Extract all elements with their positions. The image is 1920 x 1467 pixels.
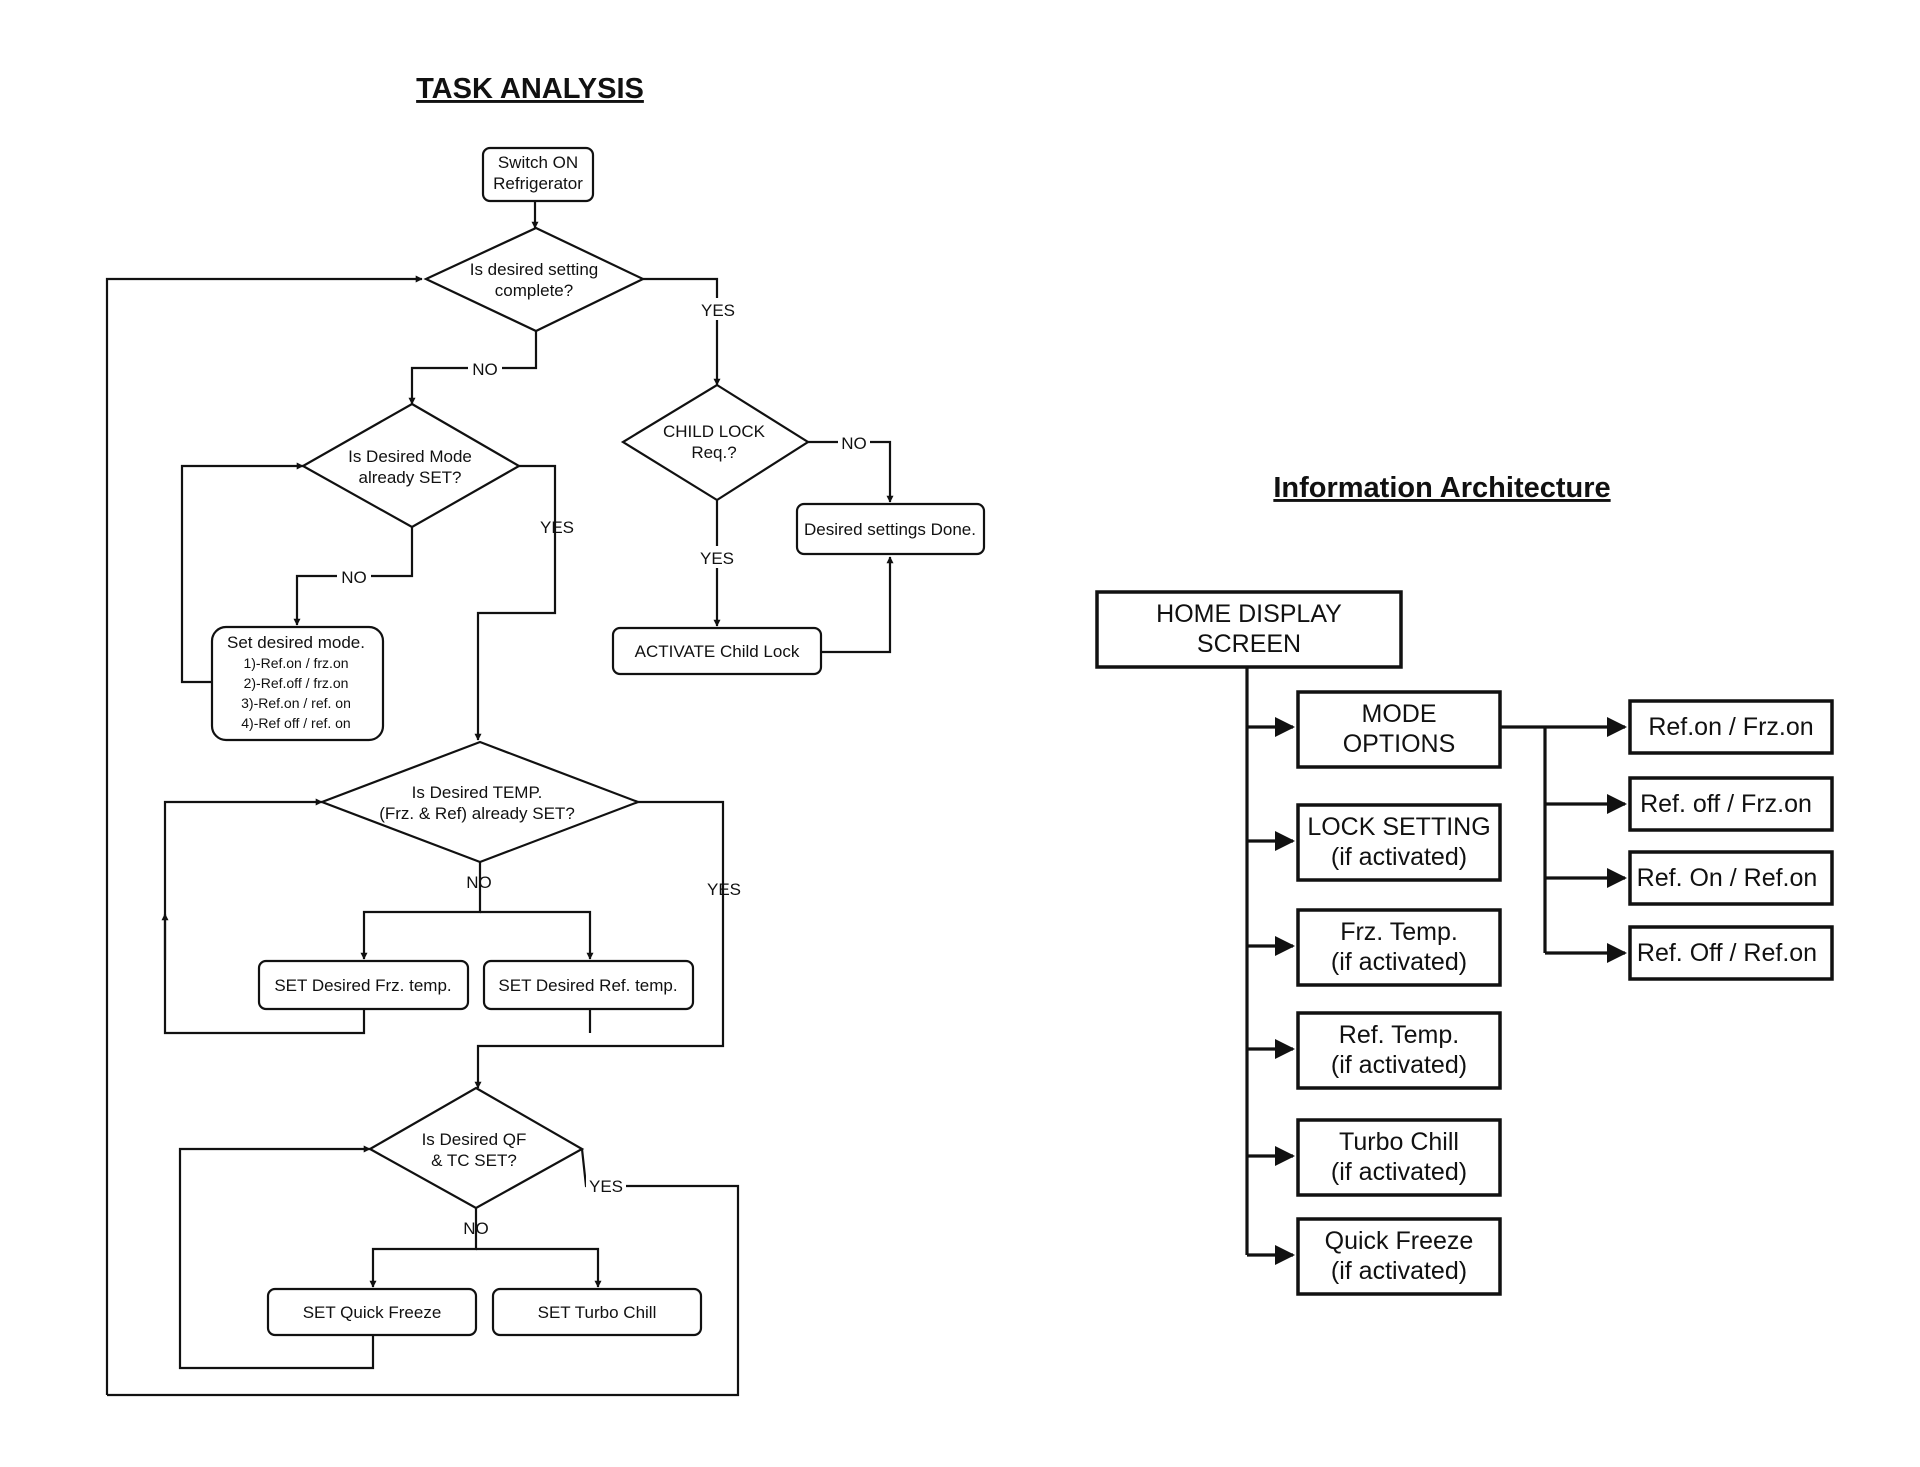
start-node-line-1: Switch ON	[498, 153, 578, 172]
ia-ref-temp-line-1: Ref. Temp.	[1339, 1021, 1459, 1049]
ia-option-4-label: Ref. Off / Ref.on	[1637, 939, 1817, 967]
ia-ref-temp-line-2: (if activated)	[1331, 1051, 1467, 1079]
decision-child-lock: CHILD LOCK Req.?	[620, 383, 811, 502]
connector-activate-to-done	[820, 556, 894, 654]
decision-temp-set-line-2: (Frz. & Ref) already SET?	[379, 804, 575, 823]
ia-turbo-chill-line-2: (if activated)	[1331, 1158, 1467, 1186]
set-quick-freeze-node: SET Quick Freeze	[266, 1287, 478, 1337]
set-mode-option-1: 1)-Ref.on / frz.on	[243, 655, 348, 671]
decision-setting-complete-line-1: Is desired setting	[470, 260, 599, 279]
decision-temp-set-line-1: Is Desired TEMP.	[412, 783, 543, 802]
information-architecture-tree: Information Architecture HOME DISPLAY SC…	[1095, 472, 1834, 1296]
ia-home-display-screen: HOME DISPLAY SCREEN	[1095, 590, 1403, 669]
ia-quick-freeze: Quick Freeze (if activated)	[1296, 1217, 1502, 1296]
flowchart-connectors	[105, 201, 894, 1397]
ia-mode-options-line-2: OPTIONS	[1343, 730, 1456, 758]
label-no-q4: NO	[463, 1219, 489, 1238]
decision-mode-set: Is Desired Mode already SET?	[300, 402, 522, 529]
connector-childlock-no	[808, 440, 894, 503]
ia-frz-temp: Frz. Temp. (if activated)	[1296, 908, 1502, 987]
ia-ref-temp: Ref. Temp. (if activated)	[1296, 1011, 1502, 1090]
ia-option-ref-on-ref-on: Ref. On / Ref.on	[1628, 850, 1834, 906]
decision-temp-set: Is Desired TEMP. (Frz. & Ref) already SE…	[318, 740, 642, 864]
information-architecture-title: Information Architecture	[1273, 472, 1610, 504]
ia-turbo-chill: Turbo Chill (if activated)	[1296, 1118, 1502, 1197]
label-yes-q4: YES	[589, 1177, 623, 1196]
set-mode-heading: Set desired mode.	[227, 633, 365, 652]
decision-mode-set-line-1: Is Desired Mode	[348, 447, 472, 466]
connector-qf-loop	[178, 1145, 375, 1370]
connector-q3-no-ref	[480, 910, 594, 960]
connector-q2-yes	[474, 464, 557, 741]
ia-lock-setting: LOCK SETTING (if activated)	[1296, 803, 1502, 882]
ia-lock-setting-line-1: LOCK SETTING	[1307, 813, 1490, 841]
set-desired-mode-node: Set desired mode. 1)-Ref.on / frz.on 2)-…	[210, 625, 385, 742]
label-no-q3: NO	[466, 873, 492, 892]
ia-quick-freeze-line-1: Quick Freeze	[1325, 1227, 1474, 1255]
ia-frz-temp-line-1: Frz. Temp.	[1340, 918, 1458, 946]
connector-return-loop-q1	[105, 275, 423, 1395]
decision-child-lock-line-2: Req.?	[691, 443, 736, 462]
connector-q4-yes-to-loop	[107, 1148, 740, 1397]
decision-qf-tc-line-1: Is Desired QF	[422, 1130, 527, 1149]
label-no-q2: NO	[341, 568, 367, 587]
label-no-q1: NO	[472, 360, 498, 379]
connector-q1-yes	[643, 277, 721, 386]
set-frz-temp-label: SET Desired Frz. temp.	[274, 976, 451, 995]
task-analysis-flowchart: TASK ANALYSIS YES	[105, 73, 986, 1397]
decision-setting-complete: Is desired setting complete?	[423, 226, 646, 333]
ia-lock-setting-line-2: (if activated)	[1331, 843, 1467, 871]
ia-option-2-label: Ref. off / Frz.on	[1640, 790, 1812, 818]
decision-mode-set-line-2: already SET?	[359, 468, 462, 487]
set-turbo-chill-label: SET Turbo Chill	[538, 1303, 657, 1322]
label-yes-q3: YES	[707, 880, 741, 899]
ia-quick-freeze-line-2: (if activated)	[1331, 1257, 1467, 1285]
desired-settings-done-node: Desired settings Done.	[795, 502, 986, 556]
set-turbo-chill-node: SET Turbo Chill	[491, 1287, 703, 1337]
connector-q3-no-frz	[360, 862, 482, 960]
ia-mode-options: MODE OPTIONS	[1296, 690, 1502, 769]
activate-child-lock-label: ACTIVATE Child Lock	[635, 642, 800, 661]
connector-q3-yes	[474, 800, 725, 1089]
set-mode-option-3: 3)-Ref.on / ref. on	[241, 695, 351, 711]
label-yes-q2: YES	[540, 518, 574, 537]
decision-setting-complete-line-2: complete?	[495, 281, 573, 300]
decision-qf-tc-set: Is Desired QF & TC SET?	[367, 1086, 585, 1210]
decision-qf-tc-line-2: & TC SET?	[431, 1151, 517, 1170]
ia-mode-options-line-1: MODE	[1362, 700, 1437, 728]
ia-frz-temp-line-2: (if activated)	[1331, 948, 1467, 976]
connector-mode-loop	[180, 462, 304, 684]
done-node-label: Desired settings Done.	[804, 520, 976, 539]
start-node-line-2: Refrigerator	[493, 174, 583, 193]
ia-turbo-chill-line-1: Turbo Chill	[1339, 1128, 1459, 1156]
connector-labels: YES NO NO YES NO YES NO YES NO YES	[337, 298, 870, 1238]
label-yes-childlock: YES	[700, 549, 734, 568]
set-frz-temp-node: SET Desired Frz. temp.	[257, 959, 470, 1011]
ia-option-ref-off-frz-on: Ref. off / Frz.on	[1628, 776, 1834, 832]
ia-option-3-label: Ref. On / Ref.on	[1637, 864, 1818, 892]
set-mode-option-2: 2)-Ref.off / frz.on	[244, 675, 349, 691]
connector-q4-no-qf	[369, 1208, 478, 1288]
set-ref-temp-node: SET Desired Ref. temp.	[482, 959, 695, 1011]
set-mode-option-4: 4)-Ref off / ref. on	[241, 715, 350, 731]
decision-child-lock-line-1: CHILD LOCK	[663, 422, 766, 441]
set-quick-freeze-label: SET Quick Freeze	[303, 1303, 442, 1322]
ia-root-line-1: HOME DISPLAY	[1156, 600, 1342, 628]
ia-option-ref-off-ref-on: Ref. Off / Ref.on	[1628, 925, 1834, 981]
label-yes-q1: YES	[701, 301, 735, 320]
connector-temp-loop	[163, 798, 366, 1035]
task-analysis-title: TASK ANALYSIS	[416, 73, 644, 105]
connector-q4-no-tc	[476, 1247, 602, 1288]
ia-connectors	[1245, 667, 1627, 1265]
ia-option-ref-on-frz-on: Ref.on / Frz.on	[1628, 699, 1834, 755]
ia-root-line-2: SCREEN	[1197, 630, 1301, 658]
start-switch-on-node: Switch ON Refrigerator	[481, 146, 595, 203]
set-ref-temp-label: SET Desired Ref. temp.	[498, 976, 677, 995]
ia-option-1-label: Ref.on / Frz.on	[1648, 713, 1813, 741]
label-no-childlock: NO	[841, 434, 867, 453]
activate-child-lock-node: ACTIVATE Child Lock	[611, 626, 823, 676]
